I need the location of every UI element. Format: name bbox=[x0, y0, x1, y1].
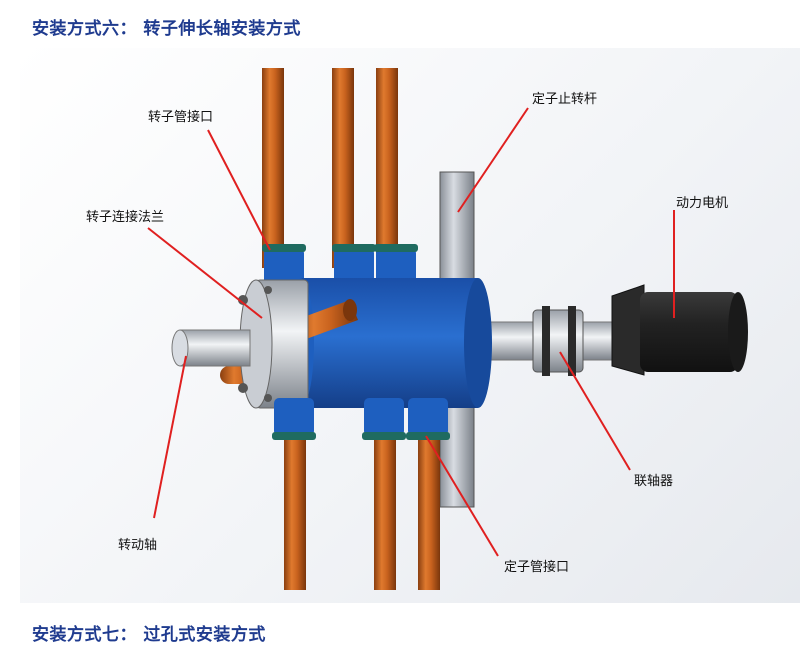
stator-pipes bbox=[284, 430, 440, 590]
motor bbox=[611, 284, 748, 376]
coupling bbox=[532, 306, 584, 376]
leader-shaft bbox=[153, 355, 187, 519]
rotating-shaft bbox=[171, 329, 251, 367]
label-rotor-pipe-port: 转子管接口 bbox=[148, 110, 214, 125]
leader-stator-pipe-port bbox=[425, 435, 499, 557]
label-stator-stop-rod: 定子止转杆 bbox=[532, 92, 598, 107]
leader-coupling bbox=[559, 351, 631, 471]
label-shaft: 转动轴 bbox=[118, 538, 158, 553]
stator-pipe-fittings bbox=[272, 398, 450, 440]
rotor-pipes bbox=[262, 68, 398, 268]
label-rotor-flange: 转子连接法兰 bbox=[86, 210, 165, 225]
leader-stator-stop-rod bbox=[457, 107, 529, 213]
label-stator-pipe-port: 定子管接口 bbox=[504, 560, 570, 575]
rotary-joint-body bbox=[286, 278, 492, 408]
rotor-pipe-fittings bbox=[262, 244, 418, 288]
section-6-heading: 安装方式六： 转子伸长轴安装方式 bbox=[32, 19, 301, 39]
rotor-flange bbox=[238, 279, 309, 409]
leader-rotor-pipe-port bbox=[207, 129, 271, 251]
section-7-heading: 安装方式七： 过孔式安装方式 bbox=[32, 625, 266, 645]
label-coupling: 联轴器 bbox=[634, 474, 674, 489]
label-motor: 动力电机 bbox=[676, 196, 729, 211]
leader-lines bbox=[147, 107, 675, 557]
leader-rotor-flange bbox=[147, 227, 263, 319]
